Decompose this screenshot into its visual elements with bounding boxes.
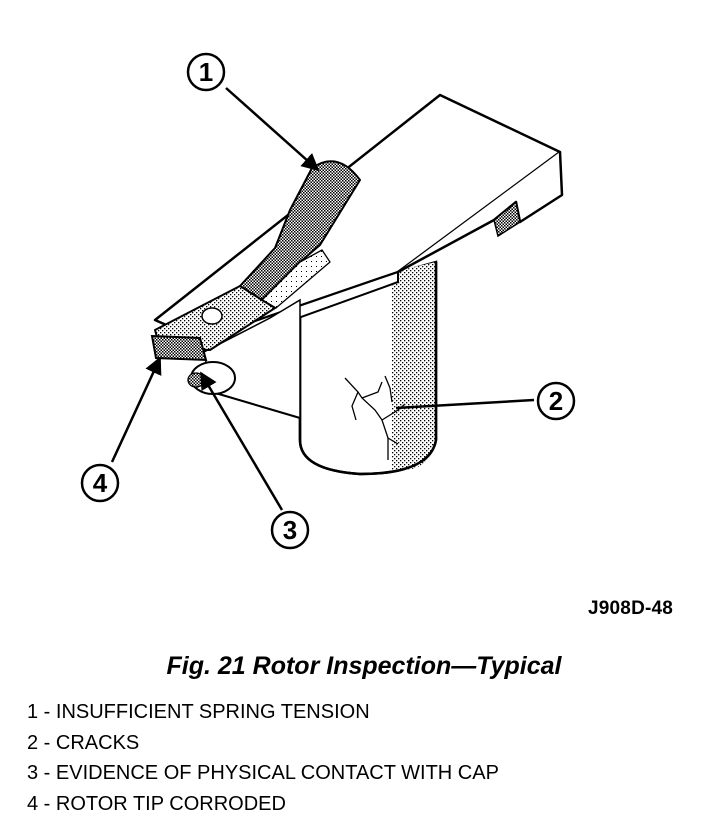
callout-1: 1 <box>188 54 224 90</box>
callout-2: 2 <box>538 383 574 419</box>
rotor-illustration: 1 2 3 4 <box>0 0 704 640</box>
leader-line-1 <box>226 88 318 170</box>
callout-number: 3 <box>283 515 297 545</box>
callout-number: 1 <box>199 57 213 87</box>
legend-item: 4 - ROTOR TIP CORRODED <box>27 789 499 819</box>
legend-item: 1 - INSUFFICIENT SPRING TENSION <box>27 697 499 728</box>
legend-item: 3 - EVIDENCE OF PHYSICAL CONTACT WITH CA… <box>27 758 499 789</box>
legend-item: 2 - CRACKS <box>27 728 499 759</box>
callout-number: 4 <box>93 468 108 498</box>
callout-number: 2 <box>549 386 563 416</box>
figure-caption: Fig. 21 Rotor Inspection—Typical <box>0 652 704 681</box>
callout-3: 3 <box>272 512 308 548</box>
callout-4: 4 <box>82 465 118 501</box>
leader-line-4 <box>112 358 160 462</box>
legend-list: 1 - INSUFFICIENT SPRING TENSION 2 - CRAC… <box>27 697 499 819</box>
figure-id: J908D-48 <box>588 598 673 620</box>
